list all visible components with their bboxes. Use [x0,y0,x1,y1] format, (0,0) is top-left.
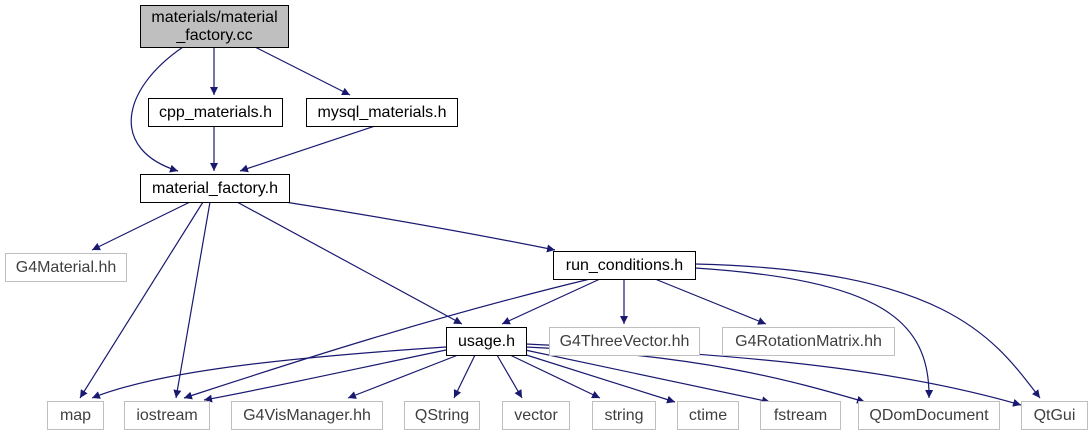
edge-run_conditions_h-to-usage_h [501,278,601,325]
edges-layer [79,46,1041,407]
node-label: mysql_materials.h [318,104,447,121]
node-cpp_materials_h[interactable]: cpp_materials.h [148,98,283,127]
edge-material_factory_h-to-usage_h [236,201,463,325]
node-box [140,5,289,48]
node-box [47,401,104,430]
edge-material_factory_cc-to-material_factory_h [130,46,184,173]
node-box [446,327,527,356]
edge-material_factory_h-to-iostream [173,201,211,399]
node-G4Material_hh: G4Material.hh [5,253,127,282]
edge-run_conditions_h-to-G4RotationMatrix_hh [654,278,767,325]
edge-usage_h-to-map [91,346,447,399]
edge-usage_h-to-G4VisManager_hh [347,354,459,399]
node-box [677,401,739,430]
node-box [722,327,895,356]
node-label: G4ThreeVector.hh [560,333,690,350]
node-label: QDomDocument [869,407,989,424]
edge-material_factory_h-to-run_conditions_h [284,201,556,253]
node-iostream: iostream [124,401,210,430]
node-label: run_conditions.h [566,257,683,274]
node-label: cpp_materials.h [159,104,272,121]
node-box [553,251,696,280]
edge-mysql_materials_h-to-material_factory_h [239,125,376,173]
node-map: map [47,401,104,430]
edge-material_factory_h-to-G4Material_hh [91,201,191,251]
node-label: QString [415,407,469,424]
node-material_factory_cc[interactable]: materials/material_factory.cc [140,5,289,48]
node-run_conditions_h[interactable]: run_conditions.h [553,251,696,280]
node-box [502,401,570,430]
edge-run_conditions_h-to-QDomDocument [694,267,934,399]
node-label: vector [514,407,558,424]
edge-usage_h-to-QString [453,354,476,399]
node-box [148,98,283,127]
edge-usage_h-to-string [509,354,601,399]
node-label: materials/material [151,9,277,26]
edge-material_factory_cc-to-mysql_materials_h [254,46,351,96]
edge-usage_h-to-fstream [524,349,771,405]
node-box [140,174,290,203]
edge-material_factory_h-to-map [79,201,204,399]
node-box [592,401,656,430]
node-label: G4RotationMatrix.hh [735,333,882,350]
node-label: material_factory.h [152,180,278,197]
node-string: string [592,401,656,430]
node-label: map [60,407,91,424]
node-box [1021,401,1088,430]
node-fstream: fstream [760,401,841,430]
node-label: usage.h [458,333,515,350]
edge-usage_h-to-ctime [519,352,676,404]
node-ctime: ctime [677,401,739,430]
node-box [858,401,1000,430]
node-material_factory_h[interactable]: material_factory.h [140,174,290,203]
node-box [124,401,210,430]
node-label: iostream [136,407,197,424]
node-box [549,327,700,356]
node-label: _factory.cc [175,27,252,44]
node-QtGui: QtGui [1021,401,1088,430]
node-label: QtGui [1034,407,1076,424]
node-box [306,98,458,127]
node-label: ctime [689,407,727,424]
node-label: G4Material.hh [16,259,117,276]
node-QString: QString [404,401,480,430]
node-mysql_materials_h[interactable]: mysql_materials.h [306,98,458,127]
node-G4RotationMatrix_hh: G4RotationMatrix.hh [722,327,895,356]
node-usage_h[interactable]: usage.h [446,327,527,356]
edge-run_conditions_h-to-QtGui [694,263,1041,399]
node-QDomDocument: QDomDocument [858,401,1000,430]
node-vector: vector [502,401,570,430]
node-box [760,401,841,430]
node-label: fstream [774,407,827,424]
node-box [404,401,480,430]
node-G4ThreeVector_hh: G4ThreeVector.hh [549,327,700,356]
node-label: string [604,407,643,424]
edge-usage_h-to-iostream [203,349,447,403]
node-box [231,401,383,430]
node-label: G4VisManager.hh [243,407,371,424]
edge-run_conditions_h-to-iostream [183,278,591,400]
node-box [5,253,127,282]
node-G4VisManager_hh: G4VisManager.hh [231,401,383,430]
nodes-layer: materials/material_factory.cc cpp_materia… [5,5,1088,430]
edge-usage_h-to-vector [496,354,523,399]
